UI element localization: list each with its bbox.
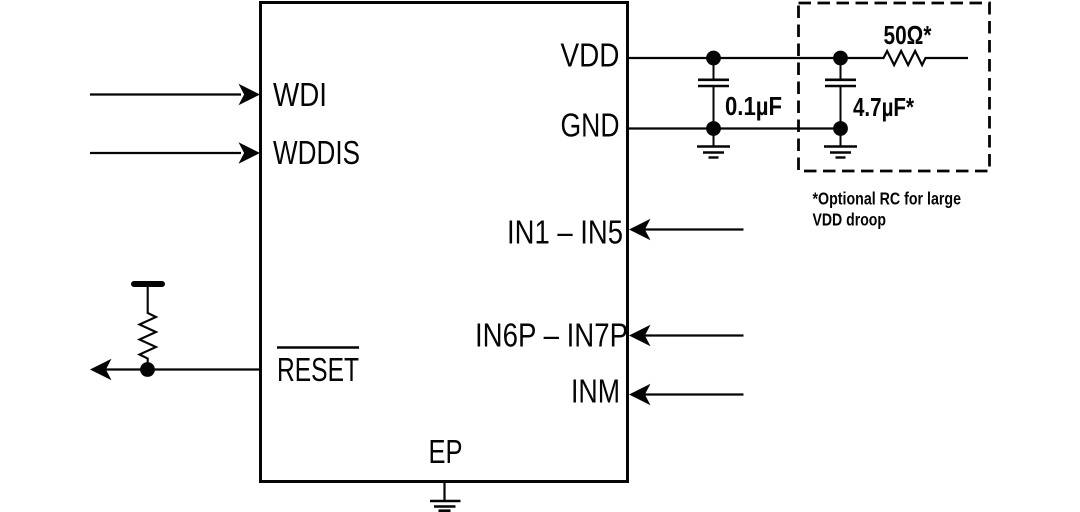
svg-text:RESET: RESET (277, 351, 359, 388)
svg-text:IN6P – IN7P: IN6P – IN7P (475, 317, 628, 354)
svg-text:GND: GND (561, 107, 620, 144)
svg-text:WDI: WDI (273, 76, 327, 113)
svg-text:WDDIS: WDDIS (273, 134, 360, 171)
svg-text:50Ω*: 50Ω* (884, 20, 933, 50)
svg-text:VDD droop: VDD droop (813, 210, 887, 230)
svg-text:VDD: VDD (561, 37, 620, 74)
svg-text:IN1 – IN5: IN1 – IN5 (507, 214, 623, 251)
svg-text:4.7µF*: 4.7µF* (853, 92, 915, 122)
svg-text:INM: INM (571, 373, 620, 410)
svg-text:*Optional RC for large: *Optional RC for large (813, 189, 962, 209)
svg-text:0.1µF: 0.1µF (725, 91, 782, 121)
svg-text:EP: EP (429, 433, 463, 470)
